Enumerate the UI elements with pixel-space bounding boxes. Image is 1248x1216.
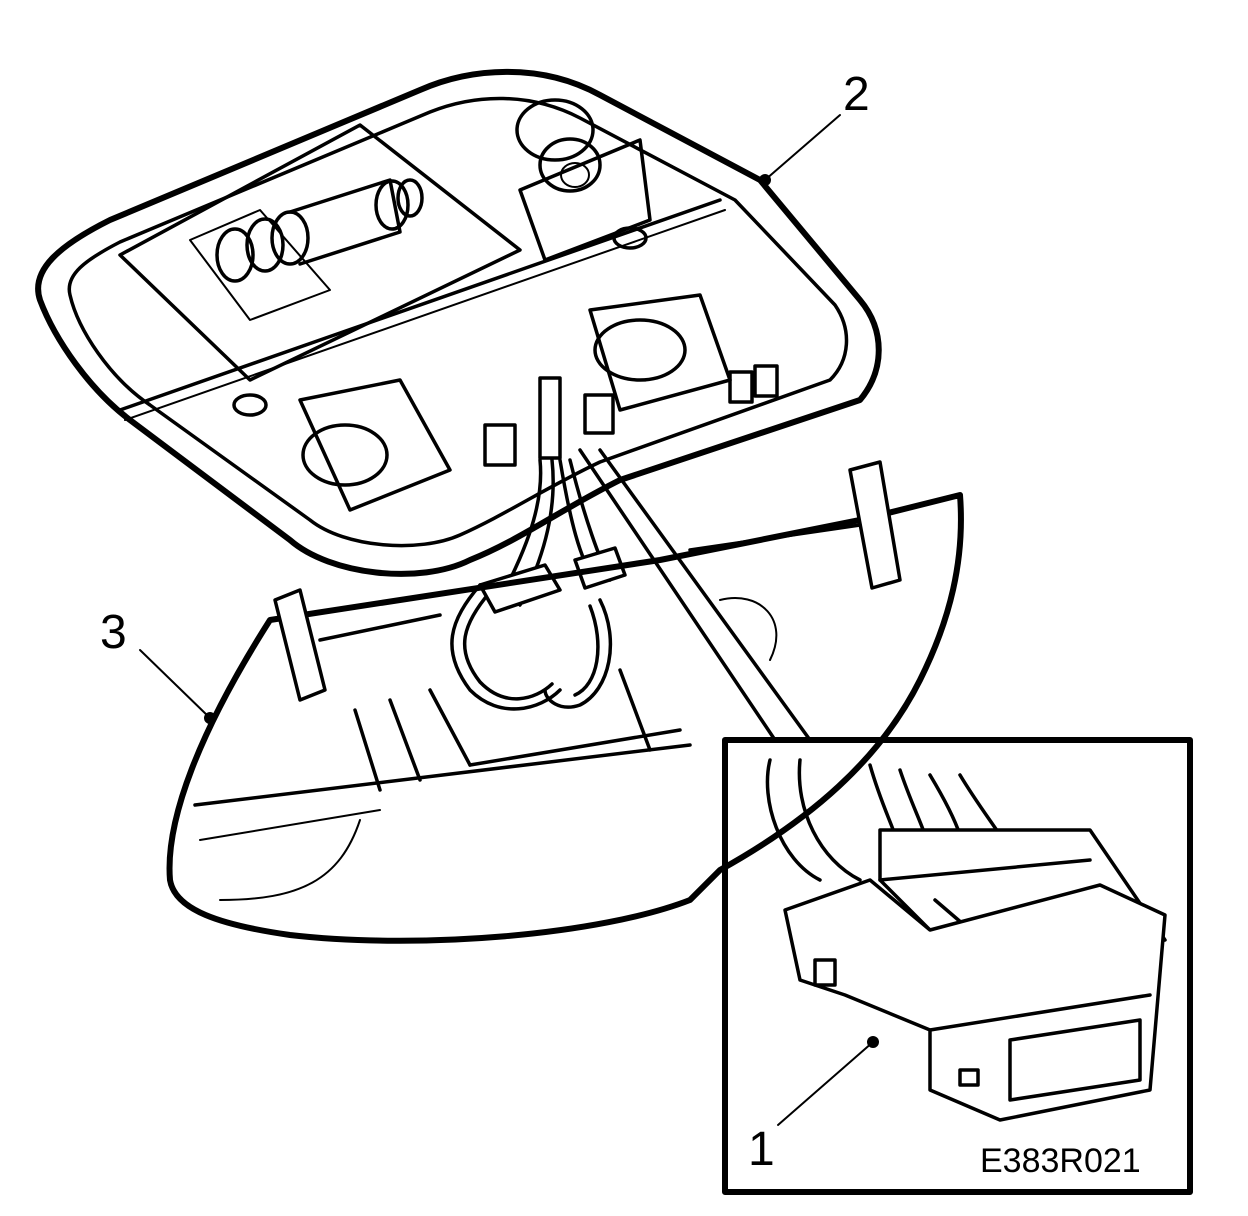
- lower-cover-part-3: [166, 460, 964, 944]
- figure-code: E383R021: [980, 1142, 1141, 1180]
- callout-label-1: 1: [748, 1123, 775, 1176]
- callout-label-2: 2: [843, 68, 870, 121]
- detail-inset: [578, 448, 1193, 1195]
- callout-label-3: 3: [100, 606, 127, 659]
- upper-housing-part-2: [35, 68, 882, 577]
- callout-leaders: [139, 114, 879, 1126]
- wiring-harness: [450, 458, 627, 711]
